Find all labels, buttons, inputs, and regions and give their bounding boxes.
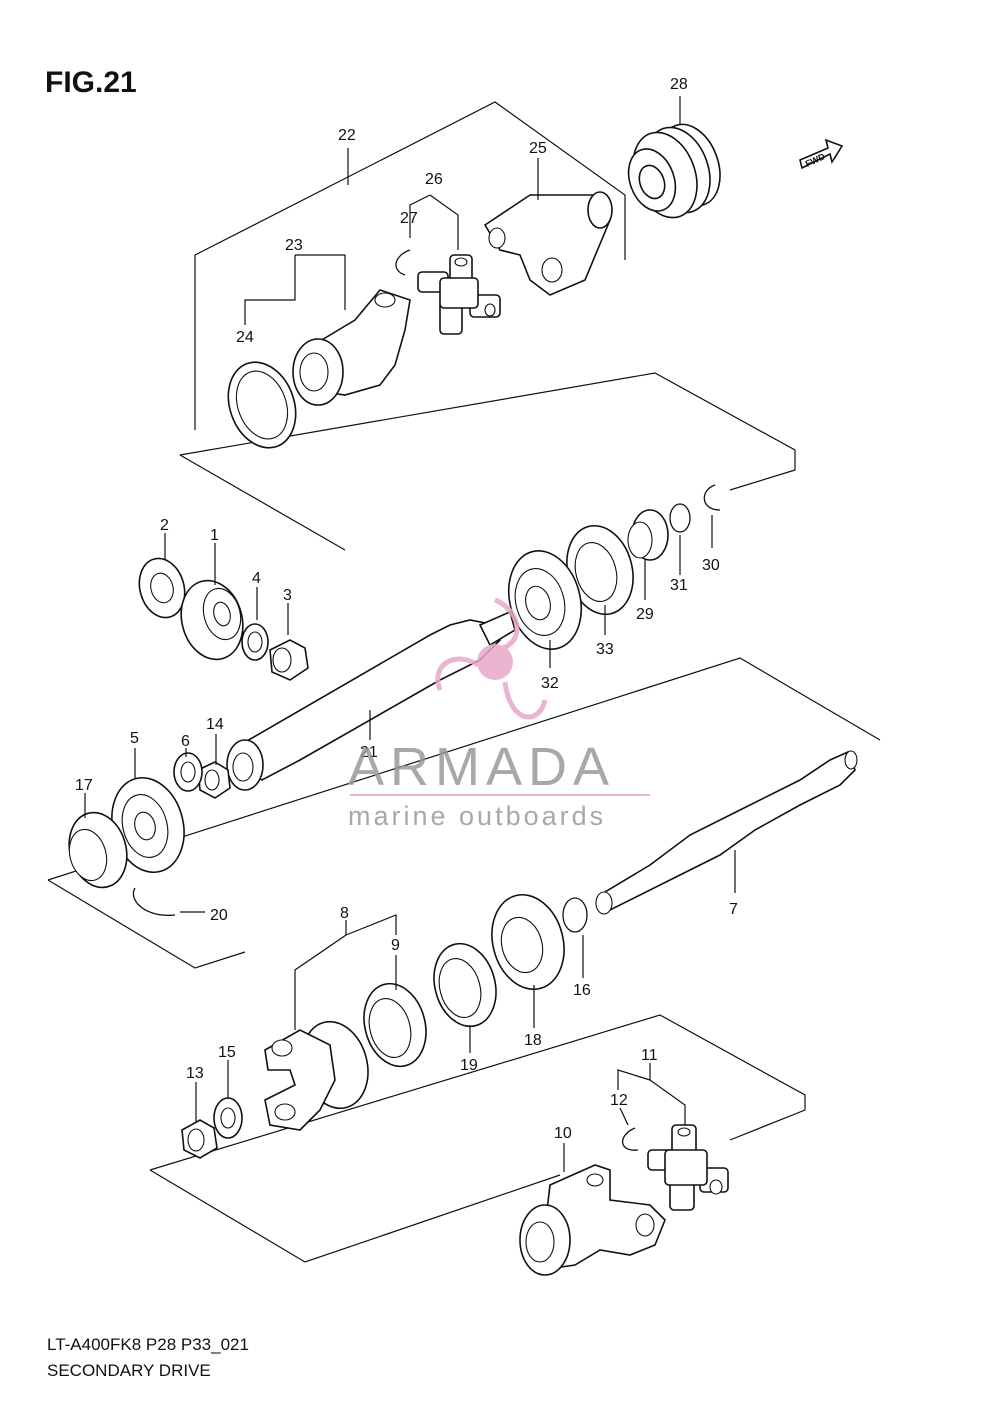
bearing-part-18 <box>491 893 565 991</box>
callout-27: 27 <box>400 210 418 227</box>
washer-part-6 <box>173 752 203 792</box>
figure-title: FIG.21 <box>45 66 137 99</box>
callout-11: 11 <box>641 1047 658 1064</box>
bearing-part-32 <box>508 550 582 650</box>
seal-part-9 <box>363 982 427 1068</box>
callout-leaders <box>84 96 736 1172</box>
oil-seal-part-33 <box>566 524 634 616</box>
washer-part-4 <box>241 623 269 661</box>
nut-part-13 <box>181 1119 218 1159</box>
callout-32: 32 <box>541 675 559 692</box>
bevel-gear-part-1 <box>180 579 244 661</box>
callout-16: 16 <box>573 982 591 999</box>
secondary-shaft-group-box <box>47 657 881 969</box>
callout-12: 12 <box>610 1092 628 1109</box>
spacer-part-29 <box>627 509 669 561</box>
nut-part-14 <box>197 761 231 799</box>
washer-part-15 <box>213 1097 243 1139</box>
callout-1: 1 <box>210 527 219 544</box>
fwd-arrow-icon: FWD <box>799 138 844 170</box>
callout-labels: 22 23 24 25 26 27 28 2 1 4 3 30 31 29 33… <box>75 76 738 1142</box>
callout-10: 10 <box>554 1125 572 1142</box>
callout-33: 33 <box>596 641 614 658</box>
callout-4: 4 <box>252 570 261 587</box>
callout-20: 20 <box>210 907 228 924</box>
nut-part-3 <box>269 639 309 681</box>
spider-cross-part-lower <box>647 1124 729 1211</box>
callout-25: 25 <box>529 140 547 157</box>
callout-18: 18 <box>524 1032 542 1049</box>
callout-21: 21 <box>360 744 378 761</box>
diagram-caption: SECONDARY DRIVE <box>47 1361 211 1380</box>
callout-17: 17 <box>75 777 93 794</box>
upper-joint-group-box <box>194 101 626 430</box>
output-shaft-part <box>595 750 858 915</box>
callout-29: 29 <box>636 606 654 623</box>
callout-30: 30 <box>702 557 720 574</box>
yoke-part-upper <box>483 191 613 296</box>
seal-ring-part-upper <box>227 361 297 449</box>
circlip-part-20 <box>132 887 176 916</box>
callout-13: 13 <box>186 1065 204 1082</box>
callout-19: 19 <box>460 1057 478 1074</box>
callout-28: 28 <box>670 76 688 93</box>
seal-part-19 <box>433 942 497 1028</box>
flange-yoke-part-8 <box>264 1020 369 1131</box>
watermark-logo: ARMADA marine outboards <box>348 597 650 831</box>
callout-5: 5 <box>130 730 139 747</box>
callout-14: 14 <box>206 716 224 733</box>
callout-2: 2 <box>160 517 169 534</box>
circlip-part-31 <box>669 503 691 533</box>
circlip-part-12 <box>621 1127 639 1151</box>
callout-6: 6 <box>181 733 190 750</box>
callout-8: 8 <box>340 905 349 922</box>
circlip-part-upper <box>395 249 411 276</box>
callout-7: 7 <box>729 901 738 918</box>
bearing-part-17 <box>68 811 128 889</box>
callout-9: 9 <box>391 937 400 954</box>
circlip-part-30 <box>703 484 721 511</box>
callout-15: 15 <box>218 1044 236 1061</box>
boot-part <box>627 123 721 219</box>
diagram-code: LT-A400FK8 P28 P33_021 <box>47 1335 249 1354</box>
callout-26: 26 <box>425 171 443 188</box>
lower-joint-group-box <box>149 1014 806 1263</box>
spline-yoke-part <box>292 289 411 406</box>
callout-23: 23 <box>285 237 303 254</box>
watermark-tagline: marine outboards <box>348 801 606 831</box>
callout-3: 3 <box>283 587 292 604</box>
yoke-part-lower <box>519 1164 666 1276</box>
driven-gear-part-5 <box>111 776 185 874</box>
watermark-brand: ARMADA <box>348 737 615 797</box>
propeller-shaft-group-box <box>179 372 796 551</box>
callout-31: 31 <box>670 577 688 594</box>
spider-cross-part-upper <box>417 254 501 335</box>
callout-22: 22 <box>338 127 356 144</box>
o-ring-part-16 <box>562 897 588 933</box>
callout-24: 24 <box>236 329 254 346</box>
propeller-icon <box>435 597 548 720</box>
washer-part-2 <box>138 557 186 619</box>
